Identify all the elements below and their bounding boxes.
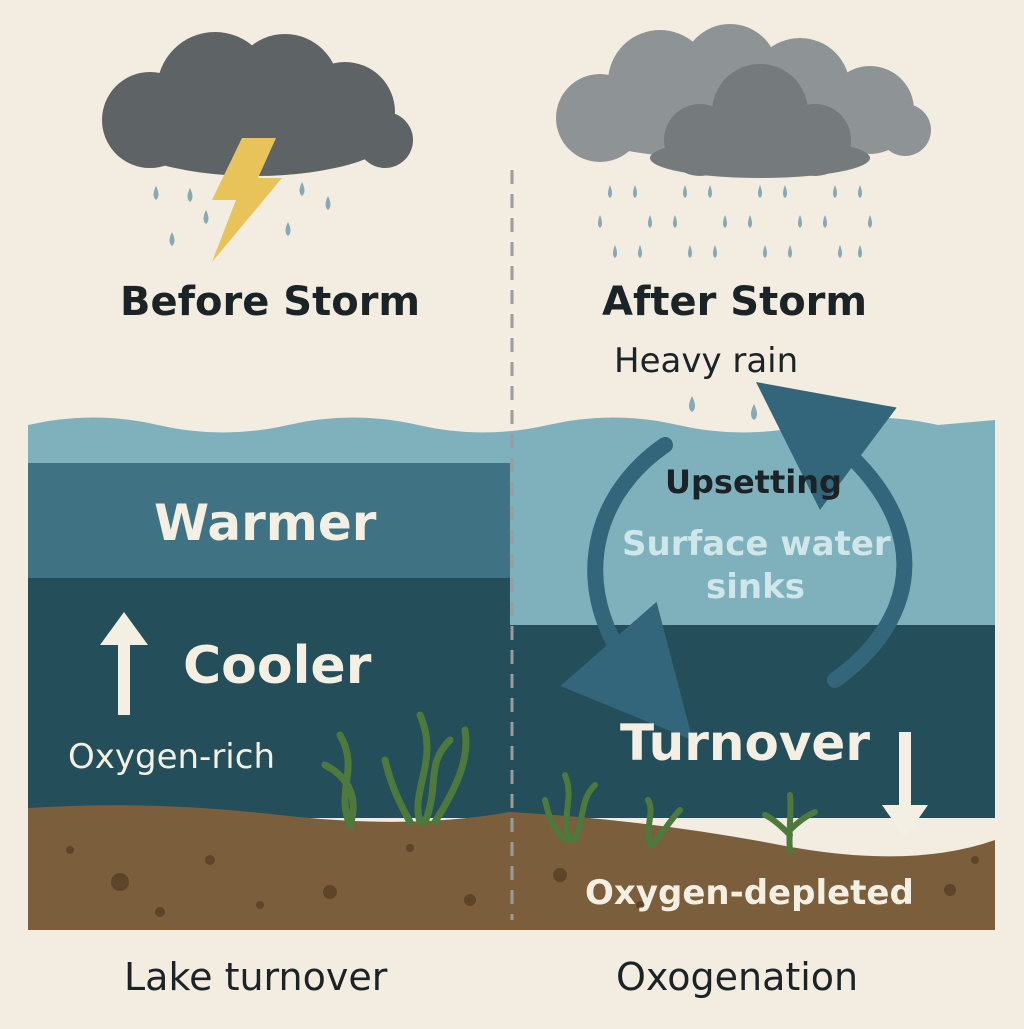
sinks-label: sinks bbox=[706, 567, 805, 607]
rain-drop bbox=[683, 185, 687, 198]
rain-drop bbox=[868, 215, 872, 228]
oxogenation-caption: Oxogenation bbox=[616, 955, 859, 999]
heavy-rain-label: Heavy rain bbox=[614, 341, 799, 381]
storm-cloud-icon bbox=[102, 32, 413, 176]
after-storm-title: After Storm bbox=[602, 279, 868, 325]
rain-drop bbox=[788, 245, 792, 258]
rain-drop bbox=[858, 185, 862, 198]
rain-drop bbox=[783, 185, 787, 198]
rain-drop bbox=[838, 245, 842, 258]
rain-drop bbox=[723, 215, 727, 228]
rain-drop bbox=[633, 185, 637, 198]
rain-drop bbox=[613, 245, 617, 258]
cool-layer-left bbox=[28, 578, 510, 818]
before-storm-title: Before Storm bbox=[120, 279, 421, 325]
plants-right bbox=[542, 772, 818, 855]
rain-drop bbox=[688, 245, 692, 258]
rain-drop bbox=[763, 245, 767, 258]
rain-drop bbox=[638, 245, 642, 258]
sediment-specks bbox=[66, 844, 979, 917]
rain-drop bbox=[608, 185, 612, 198]
warm-layer bbox=[28, 463, 510, 578]
surface-water-label: Surface water bbox=[622, 524, 891, 564]
oxygen-depleted-label: Oxygen-depleted bbox=[585, 873, 914, 913]
plants-left bbox=[321, 711, 470, 829]
down-arrow-icon bbox=[882, 732, 928, 838]
rain-drop bbox=[673, 215, 677, 228]
rain-drops-left bbox=[153, 182, 331, 246]
rain-drop bbox=[858, 245, 862, 258]
turnover-label: Turnover bbox=[620, 714, 870, 772]
rain-drops-right bbox=[598, 185, 872, 258]
rain-drop bbox=[798, 215, 802, 228]
oxygen-rich-label: Oxygen-rich bbox=[68, 737, 275, 777]
cooler-label: Cooler bbox=[183, 636, 372, 696]
lake-turnover-caption: Lake turnover bbox=[124, 955, 388, 999]
rain-drop bbox=[713, 245, 717, 258]
rain-drop bbox=[598, 215, 602, 228]
upsetting-label: Upsetting bbox=[665, 463, 842, 501]
surface-drops bbox=[689, 396, 757, 420]
warmer-label: Warmer bbox=[154, 494, 377, 552]
rain-drop bbox=[748, 215, 752, 228]
rain-drop bbox=[833, 185, 837, 198]
turnover-cycle-arrows-icon bbox=[560, 381, 913, 741]
lightning-icon bbox=[212, 138, 282, 262]
rain-drop bbox=[708, 185, 712, 198]
rain-drop bbox=[758, 185, 762, 198]
up-arrow-icon bbox=[100, 612, 148, 715]
rain-drop bbox=[823, 215, 827, 228]
rain-cloud-icon bbox=[556, 24, 931, 178]
rain-drop bbox=[648, 215, 652, 228]
